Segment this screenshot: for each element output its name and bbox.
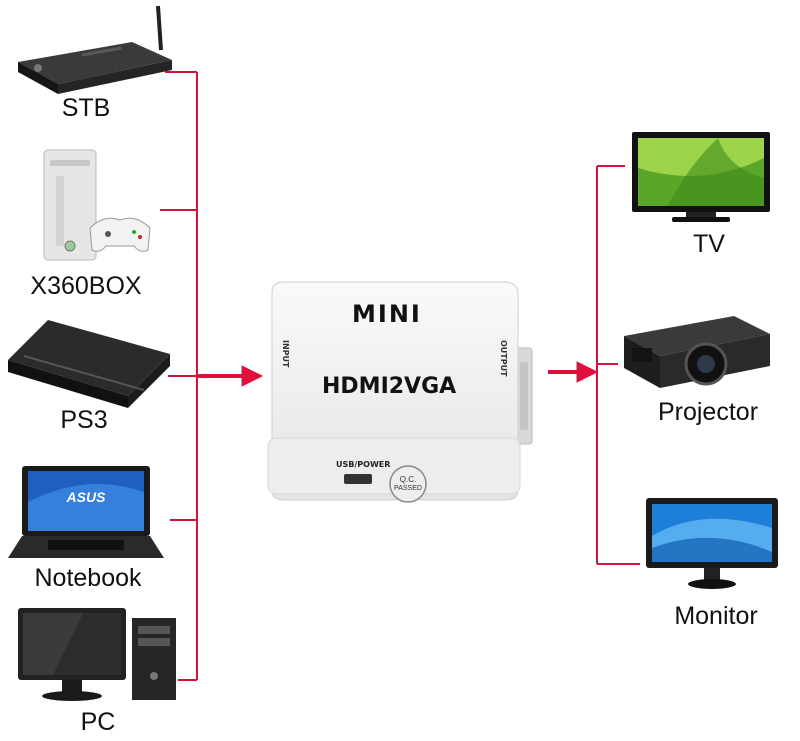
input-label-x360: X360BOX [30, 272, 142, 300]
svg-text:ASUS: ASUS [66, 489, 107, 505]
input-arrow-head [241, 365, 264, 387]
converter-brand: MINI [352, 300, 422, 328]
playstation-icon [8, 320, 170, 408]
game-console-icon [43, 149, 151, 261]
qc-line1: Q.C. [399, 475, 417, 484]
qc-line2: PASSED [394, 485, 422, 492]
converter-model: HDMI2VGA [322, 374, 457, 399]
output-label-monitor: Monitor [674, 602, 758, 630]
output-arrow-head [576, 361, 599, 383]
laptop-icon: ASUS [8, 466, 164, 558]
output-label-projector: Projector [657, 398, 759, 426]
desktop-pc-icon [18, 608, 176, 701]
input-port-label: INPUT [281, 340, 290, 368]
input-label-stb: STB [61, 94, 111, 122]
input-label-ps3: PS3 [60, 406, 108, 434]
monitor-icon [646, 498, 778, 589]
converter-box-icon [267, 281, 533, 503]
set-top-box-icon [18, 5, 172, 94]
output-label-tv: TV [693, 230, 725, 258]
output-port-label: OUTPUT [499, 340, 508, 377]
power-port-label: USB/POWER [336, 460, 391, 469]
input-label-notebook: Notebook [34, 564, 142, 592]
tv-icon [632, 132, 770, 222]
input-label-pc: PC [80, 708, 116, 736]
projector-icon [624, 316, 770, 388]
